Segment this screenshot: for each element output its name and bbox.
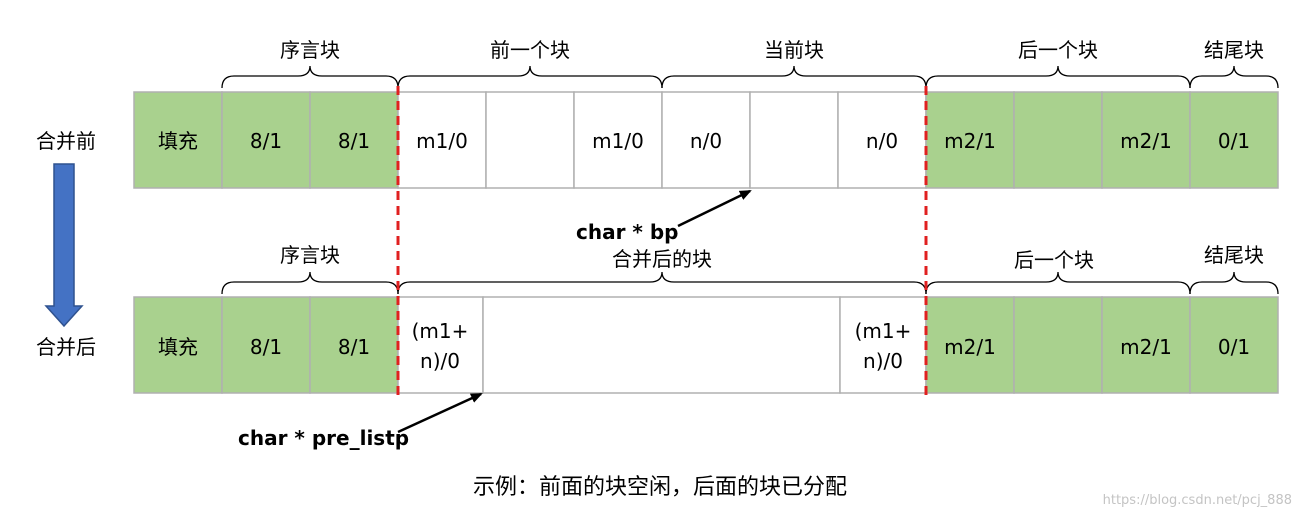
before-cell-prologue-header-label: 8/1 <box>250 129 282 153</box>
before-cell-prev-header-label: m1/0 <box>416 129 468 153</box>
after-cell-prologue-footer <box>309 296 399 394</box>
pre-listp-pointer-arrow <box>397 392 483 434</box>
before-cell-cur-footer <box>837 91 927 189</box>
after-brace-epilogue <box>1189 271 1279 295</box>
before-cell-prev-footer <box>573 91 663 189</box>
after-cell-next-header <box>925 296 1015 394</box>
after-row: 填充 8/1 8/1 (m1+ n)/0 (m1+ n)/0 m2/1 m2/1… <box>133 243 1279 450</box>
row-label-before: 合并前 <box>36 129 96 153</box>
after-cell-epilogue <box>1189 296 1279 394</box>
before-cell-prev-middle <box>485 91 575 189</box>
before-group-current: 当前块 <box>764 38 824 62</box>
after-cell-next-header-label: m2/1 <box>944 335 996 359</box>
after-brace-merged <box>397 271 927 295</box>
after-cell-prologue-header <box>221 296 311 394</box>
after-cell-merged-header-line1: (m1+ <box>412 319 469 343</box>
before-brace-current <box>661 65 927 89</box>
before-cell-next-header-label: m2/1 <box>944 129 996 153</box>
after-group-epilogue: 结尾块 <box>1204 243 1264 267</box>
after-cell-merged-header <box>397 296 484 394</box>
before-cell-prologue-footer <box>309 91 399 189</box>
after-cell-prologue-footer-label: 8/1 <box>338 335 370 359</box>
after-cell-merged-footer-line1: (m1+ <box>855 319 912 343</box>
before-cell-epilogue <box>1189 91 1279 189</box>
after-cell-merged-footer-line2: n)/0 <box>863 349 903 373</box>
before-cell-cur-header-label: n/0 <box>690 129 722 153</box>
before-cell-cur-middle <box>749 91 839 189</box>
pre-listp-pointer-label: char * pre_listp <box>238 426 409 450</box>
before-cell-cur-header <box>661 91 751 189</box>
after-cell-merged-footer <box>839 296 927 394</box>
after-brace-next <box>925 271 1191 295</box>
before-brace-next <box>925 65 1191 89</box>
bp-pointer-label: char * bp <box>576 220 678 244</box>
after-brace-prologue <box>221 271 399 295</box>
before-cell-prologue-header <box>221 91 311 189</box>
before-cell-padding <box>133 91 223 189</box>
after-cell-epilogue-label: 0/1 <box>1218 335 1250 359</box>
after-group-merged: 合并后的块 <box>612 247 712 271</box>
before-brace-prologue <box>221 65 399 89</box>
before-cell-cur-footer-label: n/0 <box>866 129 898 153</box>
after-cell-merged-header-line2: n)/0 <box>420 349 460 373</box>
before-cell-prev-footer-label: m1/0 <box>592 129 644 153</box>
before-group-prologue: 序言块 <box>280 38 340 62</box>
before-group-previous: 前一个块 <box>490 38 570 62</box>
after-cell-prologue-header-label: 8/1 <box>250 335 282 359</box>
before-group-next: 后一个块 <box>1018 38 1098 62</box>
after-cell-merged-middle <box>482 296 841 394</box>
before-cell-next-footer <box>1101 91 1191 189</box>
after-group-prologue: 序言块 <box>280 243 340 267</box>
watermark: https://blog.csdn.net/pcj_888 <box>1103 493 1292 508</box>
before-cell-epilogue-label: 0/1 <box>1218 129 1250 153</box>
after-cell-padding-label: 填充 <box>158 335 198 359</box>
before-cell-prologue-footer-label: 8/1 <box>338 129 370 153</box>
after-group-next: 后一个块 <box>1014 248 1094 272</box>
row-label-after: 合并后 <box>36 335 96 359</box>
before-cell-next-middle <box>1013 91 1103 189</box>
before-row: 填充 8/1 8/1 m1/0 m1/0 n/0 n/0 m2/1 m2/1 0… <box>133 38 1279 244</box>
figure-caption: 示例：前面的块空闲，后面的块已分配 <box>473 475 847 500</box>
down-arrow-icon <box>44 163 84 328</box>
before-group-epilogue: 结尾块 <box>1204 38 1264 62</box>
before-brace-epilogue <box>1189 65 1279 89</box>
bp-pointer-arrow <box>677 189 752 228</box>
before-cell-padding-label: 填充 <box>158 129 198 153</box>
after-cell-next-middle <box>1013 296 1103 394</box>
before-cell-next-footer-label: m2/1 <box>1120 129 1172 153</box>
after-cell-next-footer-label: m2/1 <box>1120 335 1172 359</box>
before-brace-previous <box>397 65 663 89</box>
